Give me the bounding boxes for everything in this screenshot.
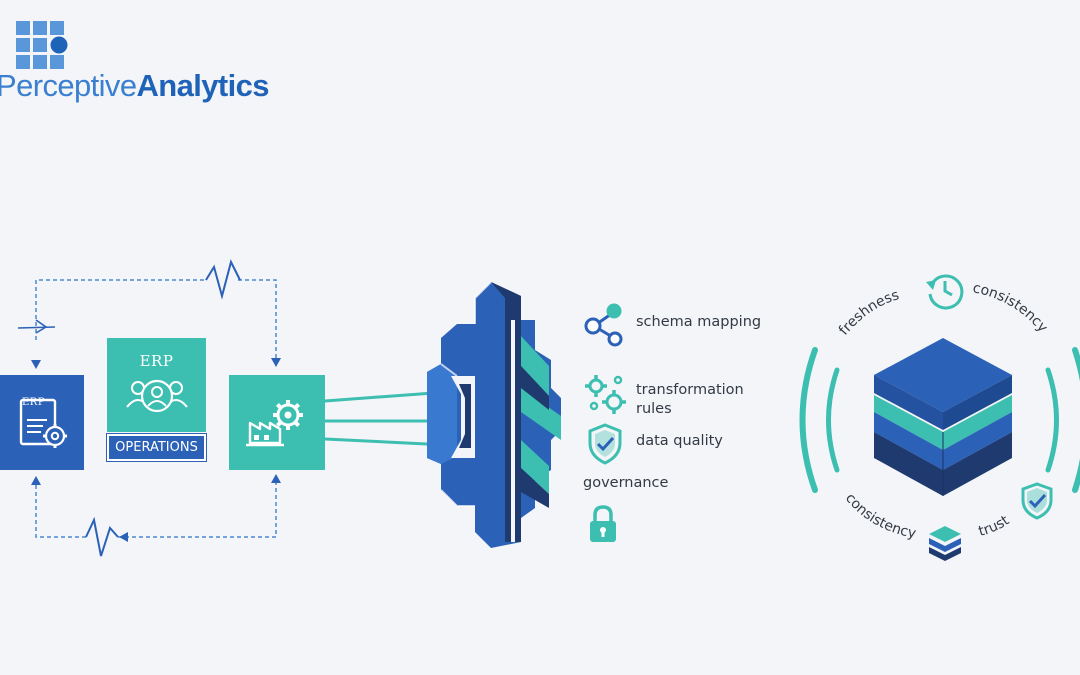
feature-transformation-line1: transformation xyxy=(636,382,744,398)
svg-text:consistency: consistency xyxy=(842,490,918,542)
ring-label-consistency-top: consistency xyxy=(971,280,1050,335)
team-users-icon xyxy=(125,379,188,413)
transformation-engine-icon xyxy=(427,281,561,548)
logo-wordmark-part1: Perceptive xyxy=(0,68,137,103)
svg-text:trust: trust xyxy=(977,512,1013,540)
shield-check-icon xyxy=(1021,482,1053,520)
feature-data-quality: data quality xyxy=(636,433,723,449)
erp-loop-connectors xyxy=(17,259,281,557)
share-nodes-icon xyxy=(584,303,623,347)
erp-document-card: ERP xyxy=(0,375,84,470)
feature-governance: governance xyxy=(583,475,669,491)
logo-wordmark-part2: Analytics xyxy=(136,68,269,103)
document-gear-icon xyxy=(19,398,67,448)
operations-tag: OPERATIONS xyxy=(106,433,207,462)
feature-transformation-line2: rules xyxy=(636,401,672,417)
data-store-ring: freshness consistency consistency trust xyxy=(799,280,1080,542)
ring-label-freshness: freshness xyxy=(836,287,901,338)
gears-icon xyxy=(585,375,626,414)
feature-schema-mapping: schema mapping xyxy=(636,314,762,330)
shield-check-icon xyxy=(588,423,622,465)
erp-document-label: ERP xyxy=(22,397,46,408)
svg-text:consistency: consistency xyxy=(971,280,1050,335)
feature-transformation-rules: transformation rules xyxy=(636,381,744,419)
clock-refresh-icon xyxy=(926,274,964,310)
factory-card xyxy=(229,375,325,470)
logo-wordmark: PerceptiveAnalytics xyxy=(0,68,270,104)
factory-gear-icon xyxy=(246,399,303,446)
erp-operations-card: ERP xyxy=(107,338,206,432)
stack-icon xyxy=(929,526,961,561)
lock-icon xyxy=(590,505,616,542)
svg-text:freshness: freshness xyxy=(836,287,901,338)
ring-label-consistency-bottom: consistency xyxy=(842,490,918,542)
erp-operations-label: ERP xyxy=(139,352,174,370)
logo-grid-icon xyxy=(16,21,68,69)
ring-label-trust: trust xyxy=(977,512,1013,540)
